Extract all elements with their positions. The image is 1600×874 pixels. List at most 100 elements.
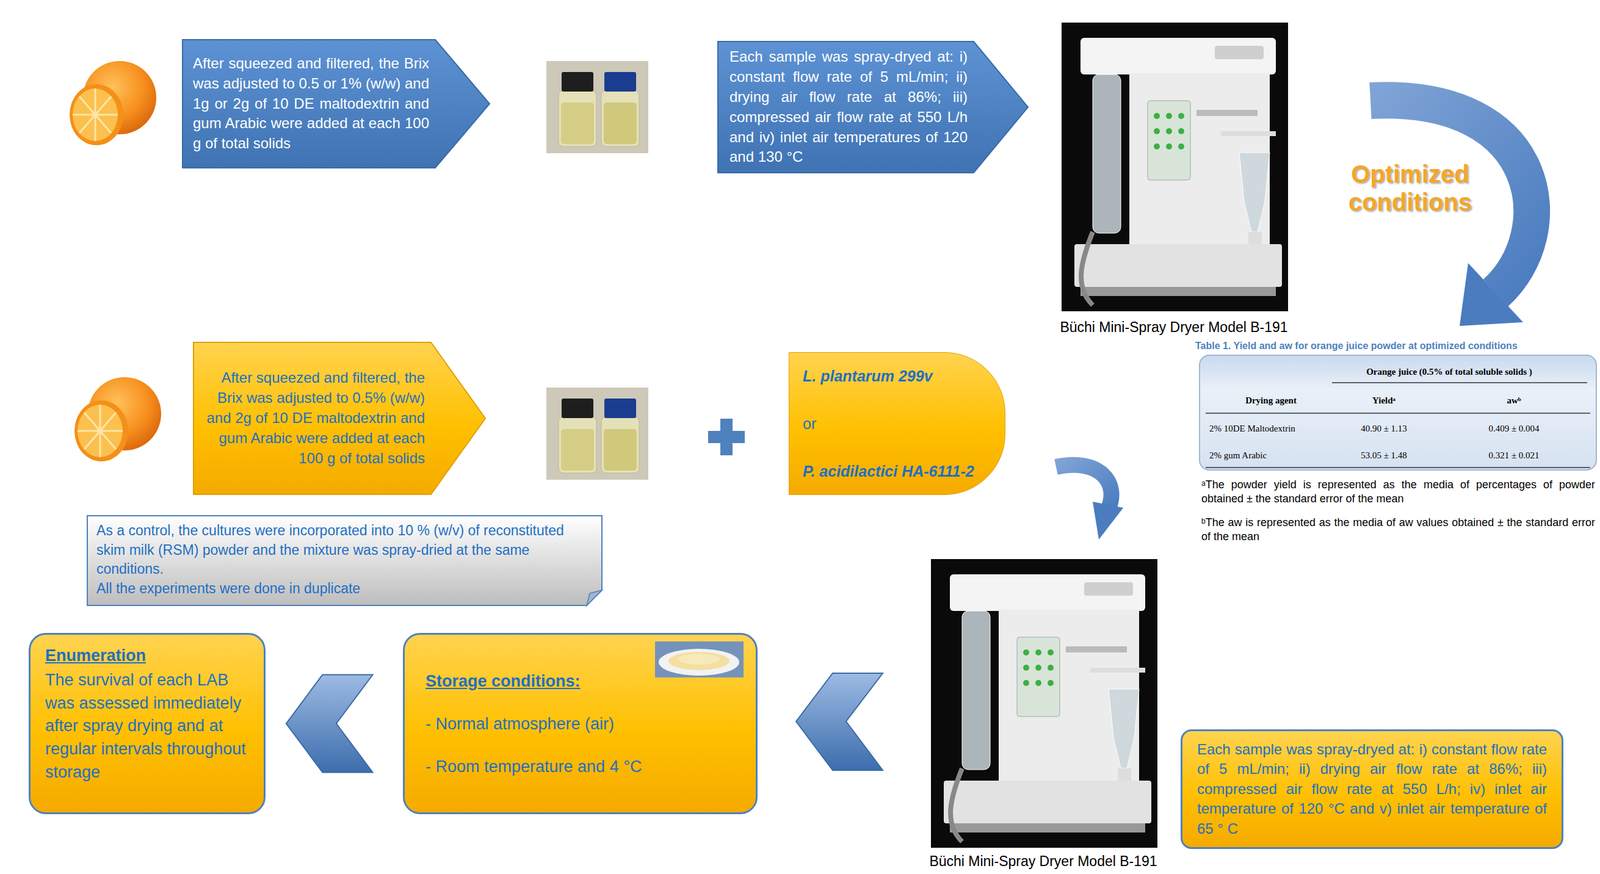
table-cell: 53.05 ± 1.48 xyxy=(1328,449,1439,462)
table-panel xyxy=(1199,355,1597,471)
box-heading: As a control, the cultures were incorpor… xyxy=(96,521,582,580)
spray-dryer-photo-part xyxy=(1165,112,1173,120)
process-arrow-box: After squeezed and filtered, the Brix wa… xyxy=(181,39,491,169)
process-box: Each sample was spray-dryed at: i) const… xyxy=(1180,729,1564,850)
step-box: Storage conditions:- Normal atmosphere (… xyxy=(402,633,758,815)
orange-illustration-part xyxy=(72,88,118,142)
box-heading: Storage conditions: xyxy=(425,670,744,694)
table-header: Drying agent xyxy=(1209,394,1333,407)
label-box: 2% 10DE Maltodextrin xyxy=(1209,423,1338,435)
label-box: awᵇ xyxy=(1458,394,1569,407)
spray-dryer-photo-part xyxy=(1061,22,1289,312)
orange-illustration xyxy=(69,61,157,146)
label-box: ᵇThe aw is represented as the media of a… xyxy=(1201,515,1596,545)
label-box: 0.409 ± 0.004 xyxy=(1455,423,1572,435)
spray-dryer-photo-part xyxy=(1178,143,1185,150)
label-box: Yieldᵃ xyxy=(1332,394,1436,407)
orange-illustration-part-part xyxy=(94,88,97,115)
spray-dryer-photo-part xyxy=(1074,244,1282,287)
juice-jars-photo-part xyxy=(558,90,597,147)
orange-illustration-part-part xyxy=(95,96,112,115)
pentagon-outline xyxy=(717,41,1029,173)
label-box: 2% gum Arabic xyxy=(1209,449,1338,462)
table-panel-part xyxy=(1199,355,1597,471)
orange-illustration xyxy=(74,377,162,462)
label-box: Drying agent xyxy=(1209,394,1333,407)
curved-arrow-part xyxy=(1092,501,1124,540)
process-arrow-box: After squeezed and filtered, the Brix wa… xyxy=(192,341,486,496)
label-box: 40.90 ± 1.13 xyxy=(1328,423,1439,435)
process-arrow-box: Each sample was spray-dryed at: i) const… xyxy=(717,40,1029,174)
box-text: All the experiments were done in duplica… xyxy=(96,579,582,599)
orange-illustration-part-part xyxy=(79,114,96,134)
label-box: Table 1. Yield and aw for orange juice p… xyxy=(1195,340,1518,353)
label-box: Optimized conditions xyxy=(1330,159,1490,217)
pentagon-outline xyxy=(193,342,486,495)
table-panel-part xyxy=(1332,382,1588,384)
orange-illustration-part xyxy=(69,84,124,146)
spray-dryer-photo-part xyxy=(1239,152,1270,232)
table-header: Orange juice (0.5% of total soluble soli… xyxy=(1314,366,1584,378)
spray-dryer-photo-part xyxy=(1080,37,1276,75)
orange-illustration-part-part xyxy=(72,114,96,116)
spray-dryer-photo-part xyxy=(1165,128,1173,135)
box-text: Each sample was spray-dryed at: i) const… xyxy=(729,47,968,168)
image-caption: Büchi Mini-Spray Dryer Model B-191 xyxy=(884,852,1202,871)
juice-jars-photo-part xyxy=(603,102,637,145)
orange-illustration-part-part xyxy=(94,114,97,142)
table-header: Yieldᵃ xyxy=(1332,394,1436,407)
curved-arrow-part xyxy=(1056,465,1112,510)
juice-jars-photo-part xyxy=(561,72,594,92)
connector-group xyxy=(286,675,373,773)
culture-box: L. plantarum 299vorP. acidilactici HA-61… xyxy=(788,352,1006,496)
step-box: EnumerationThe survival of each LAB was … xyxy=(28,633,266,815)
spray-dryer-photo-part xyxy=(1081,231,1093,306)
plus-symbol xyxy=(708,418,745,456)
label-box: Orange juice (0.5% of total soluble soli… xyxy=(1314,366,1584,378)
table-title: Table 1. Yield and aw for orange juice p… xyxy=(1195,340,1518,353)
juice-jars-photo xyxy=(546,387,649,480)
box-text: - Room temperature and 4 °C xyxy=(425,755,744,779)
spray-dryer-photo xyxy=(930,559,1158,848)
powder-photo xyxy=(655,641,744,678)
table-cell: 40.90 ± 1.13 xyxy=(1328,423,1439,435)
box-heading: Enumeration xyxy=(45,644,252,668)
chevron-arrow xyxy=(796,673,883,771)
orange-illustration-part-part xyxy=(95,114,118,116)
spray-dryer-photo-part xyxy=(1153,128,1160,135)
label-box: Büchi Mini-Spray Dryer Model B-191 xyxy=(1015,318,1333,337)
juice-jars-photo-part xyxy=(561,102,594,145)
label-box: Büchi Mini-Spray Dryer Model B-191 xyxy=(884,852,1202,871)
box-text: After squeezed and filtered, the Brix wa… xyxy=(201,368,425,469)
label-box: 0.321 ± 0.021 xyxy=(1455,449,1572,462)
table-footnote: ᵇThe aw is represented as the media of a… xyxy=(1201,515,1596,545)
arrow-label: Optimized conditions xyxy=(1330,159,1490,217)
spray-dryer-photo-part xyxy=(1178,112,1185,120)
table-cell: 2% 10DE Maltodextrin xyxy=(1209,423,1338,435)
table-cell: 0.321 ± 0.021 xyxy=(1455,449,1572,462)
box-text: After squeezed and filtered, the Brix wa… xyxy=(192,53,430,154)
spray-dryer-photo-part xyxy=(1214,45,1264,60)
table-panel-part xyxy=(1205,412,1591,414)
image-caption: Büchi Mini-Spray Dryer Model B-191 xyxy=(1015,318,1333,337)
pentagon-outline xyxy=(182,39,490,168)
table-header: awᵇ xyxy=(1458,394,1569,407)
box-text: P. acidilactici HA-6111-2 xyxy=(802,461,975,482)
note-fold xyxy=(586,590,602,606)
spray-dryer-photo-part xyxy=(1080,286,1276,297)
table-cell: 2% gum Arabic xyxy=(1209,449,1338,462)
spray-dryer-photo-part xyxy=(1153,112,1160,120)
spray-dryer-photo-part xyxy=(1153,143,1160,150)
note-outline xyxy=(87,515,602,606)
curved-arrow-part xyxy=(1459,263,1524,326)
spray-dryer-photo-part xyxy=(1147,100,1191,181)
juice-jars-photo-part xyxy=(546,61,649,154)
spray-dryer-photo-part xyxy=(1129,73,1270,251)
plus-symbol-part xyxy=(720,418,733,456)
orange-illustration-part xyxy=(72,88,118,142)
spray-dryer-photo-part xyxy=(1220,131,1276,137)
orange-illustration-part-part xyxy=(79,96,96,115)
juice-jars-photo-part xyxy=(604,72,637,92)
orange-illustration-part-part xyxy=(95,114,112,134)
